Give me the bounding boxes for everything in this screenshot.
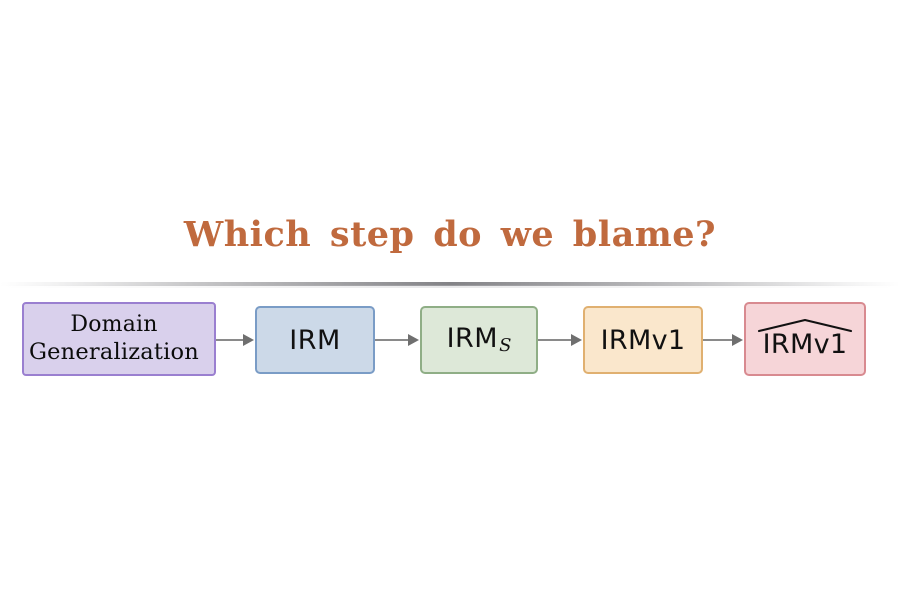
arrow-right-icon xyxy=(703,333,745,347)
node-label-subscript: S xyxy=(499,334,512,356)
arrow-right-icon xyxy=(375,333,421,347)
title-divider xyxy=(0,282,900,288)
arrow-head xyxy=(243,334,254,346)
pipeline-node-irmv1-estimate[interactable]: IRMv1 xyxy=(744,302,866,376)
pipeline-node-irmv1[interactable]: IRMv1 xyxy=(583,306,703,374)
pipeline-node-irm[interactable]: IRM xyxy=(255,306,375,374)
arrow-head xyxy=(732,334,743,346)
arrow-right-icon xyxy=(538,333,584,347)
node-label-base: IRM xyxy=(446,323,499,355)
pipeline-node-label: Domain Generalization xyxy=(14,312,214,367)
arrow-shaft xyxy=(375,339,409,341)
pipeline-node-label: IRMS xyxy=(447,325,512,355)
page-title: Which step do we blame? xyxy=(183,214,717,255)
pipeline-node-irm-s[interactable]: IRMS xyxy=(420,306,538,374)
arrow-head xyxy=(571,334,582,346)
arrow-head xyxy=(408,334,419,346)
pipeline-node-label: IRM xyxy=(289,324,341,356)
arrow-right-icon xyxy=(216,333,256,347)
arrow-shaft xyxy=(216,339,244,341)
node-label-base: IRMv1 xyxy=(762,328,848,360)
arrow-shaft xyxy=(703,339,733,341)
arrow-shaft xyxy=(538,339,572,341)
pipeline-node-label: IRMv1 xyxy=(600,324,686,356)
pipeline-node-label: IRMv1 xyxy=(757,318,853,360)
node-label-line-2: Generalization xyxy=(28,338,199,365)
pipeline-diagram: Domain Generalization IRM IRMS xyxy=(0,296,900,388)
pipeline-node-domain-generalization[interactable]: Domain Generalization xyxy=(22,302,216,376)
node-label-line-1: Domain xyxy=(70,311,158,337)
